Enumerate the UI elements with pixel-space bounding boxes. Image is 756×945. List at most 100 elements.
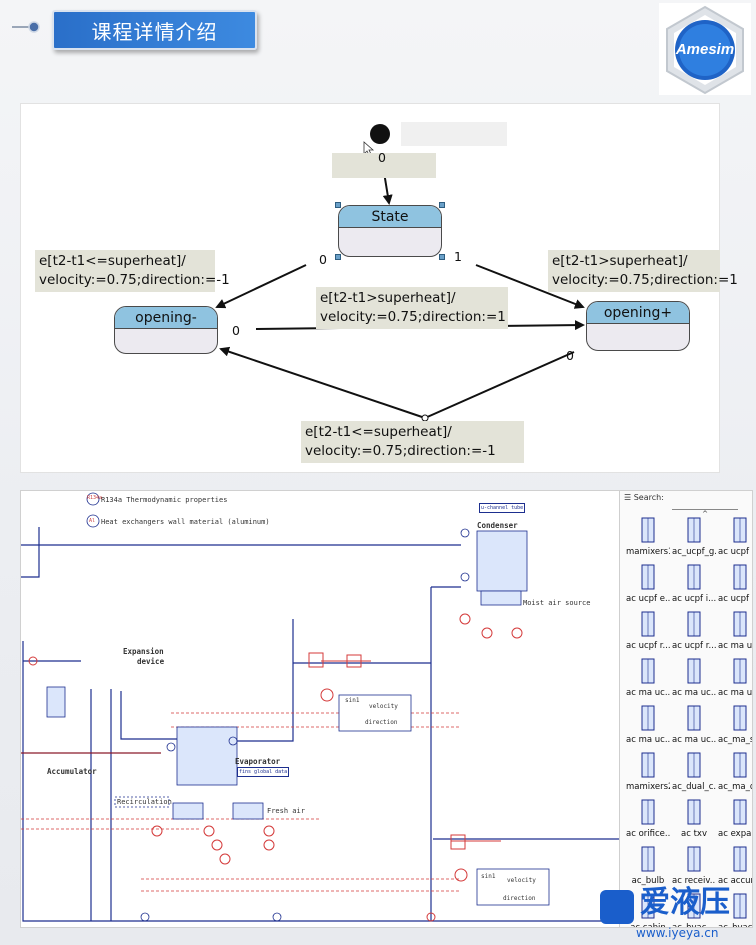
evaporator-block [176, 726, 238, 786]
library-item[interactable]: ac_bulb [626, 844, 670, 886]
component-icon [725, 797, 752, 827]
library-item[interactable]: ac ma uc... [672, 656, 716, 698]
scroll-up-button[interactable]: ^ [672, 509, 738, 518]
transition-label[interactable]: e[t2-t1>superheat]/ velocity:=0.75;direc… [316, 287, 508, 329]
watermark-logo-icon [600, 890, 634, 924]
library-item[interactable]: ac receiv... [672, 844, 716, 886]
library-item-label: ac_ucpf_g... [672, 547, 716, 557]
component-icon [633, 562, 663, 592]
global-data-box[interactable]: u-channel tube [479, 503, 526, 513]
resize-handle[interactable] [439, 254, 445, 260]
device-label: device [137, 657, 165, 666]
state-node-opening-minus[interactable]: opening- [114, 306, 218, 354]
statechart-arrows [215, 122, 585, 422]
component-icon [679, 562, 709, 592]
global-data-box-2[interactable]: fins global data [237, 767, 290, 777]
library-item-label: ac ucpf e... [626, 594, 670, 604]
direction-label: direction [503, 895, 536, 902]
library-item-label: ac ucpf i... [718, 594, 752, 604]
library-item[interactable]: ac_hvac_... [718, 891, 753, 928]
transition-label[interactable]: e[t2-t1<=superheat]/ velocity:=0.75;dire… [301, 421, 524, 463]
library-item[interactable]: ac cabin [626, 891, 670, 928]
component-icon [679, 515, 709, 545]
library-item[interactable]: ac ucpf i... [718, 562, 752, 604]
resize-handle[interactable] [335, 254, 341, 260]
opening-minus-port: 0 [232, 323, 240, 338]
library-item[interactable]: ac ma uc... [626, 656, 670, 698]
library-item[interactable]: ac ma uc... [718, 609, 753, 651]
library-item[interactable]: ac_dual_c... [672, 750, 716, 792]
library-item-label: ac_ma_so... [718, 735, 752, 745]
library-item-label: ac cabin [630, 923, 666, 928]
library-item[interactable]: ac expan... [718, 797, 752, 839]
sin1-label: sin1 [345, 697, 360, 704]
accumulator-block [46, 686, 66, 718]
library-item[interactable]: ac ma uc... [626, 703, 670, 745]
library-item-label: ac accum... [718, 876, 752, 886]
state-node-state[interactable]: State [338, 205, 442, 257]
watermark-url: www.iyeya.cn [636, 926, 719, 940]
state-title: opening+ [587, 302, 689, 324]
component-icon [633, 844, 663, 874]
hydraulic-circuit-diagram[interactable] [21, 491, 619, 928]
library-item-label: ac ucpf e... [718, 547, 752, 557]
library-item[interactable]: mamixers2 [626, 750, 670, 792]
library-item[interactable]: ac_hvac_... [672, 891, 716, 927]
library-item[interactable]: ac_ma_du... [718, 750, 752, 792]
state-port-right: 1 [454, 249, 462, 264]
condenser-block [476, 530, 528, 592]
expansion-label: Expansion [123, 647, 164, 656]
library-item-label: mamixers2 [626, 782, 670, 792]
component-icon [633, 656, 663, 686]
library-item[interactable]: ac txv [672, 797, 716, 839]
library-item[interactable]: ac ucpf e... [718, 515, 752, 557]
legend-symbol: Al [89, 518, 96, 524]
library-item[interactable]: ac_ma_so... [718, 703, 752, 745]
transition-plus-return[interactable] [424, 351, 575, 419]
transition-label[interactable]: e[t2-t1<=superheat]/ velocity:=0.75;dire… [35, 250, 230, 292]
library-item[interactable]: ac_ucpf_g... [672, 515, 716, 557]
legend-r134a: R134a Thermodynamic properties [101, 496, 228, 504]
transition-label[interactable]: e[t2-t1>superheat]/ velocity:=0.75;direc… [548, 250, 738, 292]
library-item[interactable]: ac ma uc... [672, 703, 716, 745]
transition-state-to-opening-plus[interactable] [475, 264, 585, 309]
component-icon [725, 844, 752, 874]
state-title: opening- [115, 307, 217, 329]
component-icon [725, 609, 752, 639]
direction-label: direction [365, 719, 398, 726]
resize-handle[interactable] [335, 202, 341, 208]
library-item[interactable]: ac orifice... [626, 797, 670, 839]
page-title: 课程详情介绍 [52, 10, 257, 50]
component-icon [633, 797, 663, 827]
component-icon [679, 844, 709, 874]
library-item[interactable]: ac accum... [718, 844, 752, 886]
library-item-label: ac ma uc... [626, 735, 670, 745]
library-item-label: ac_hvac_... [718, 923, 753, 928]
library-item[interactable]: ac ucpf e... [626, 562, 670, 604]
iyeya-watermark: 爱液压 www.iyeya.cn [600, 884, 756, 945]
component-icon [725, 703, 752, 733]
component-icon [725, 562, 752, 592]
statechart-panel: 0 State 0 1 opening- opening+ 0 0 e[t2-t… [20, 103, 738, 473]
component-icon [633, 609, 663, 639]
library-item-label: ac ma uc... [718, 641, 753, 651]
transition-action: velocity:=0.75;direction:=1 [320, 309, 506, 325]
library-item-label: ac ucpf r... [672, 641, 716, 651]
library-item[interactable]: ac ucpf r... [672, 609, 716, 651]
search-label: ☰ Search: [624, 493, 664, 502]
library-item[interactable]: ac ucpf i... [672, 562, 716, 604]
transition-return-to-minus[interactable] [219, 346, 426, 419]
moist-air-label: Moist air source [523, 599, 591, 607]
library-item[interactable]: ac ma uc... [718, 656, 752, 698]
state-node-opening-plus[interactable]: opening+ [586, 301, 690, 351]
library-item-label: ac expan... [718, 829, 752, 839]
watermark-brand: 爱液压 [640, 885, 730, 920]
component-icon [725, 750, 752, 780]
transition-guard: e[t2-t1<=superheat]/ [39, 253, 186, 269]
transition-state-to-opening-minus[interactable] [215, 264, 307, 309]
library-item[interactable]: mamixers1 [626, 515, 670, 557]
resize-handle[interactable] [439, 202, 445, 208]
library-item[interactable]: ac ucpf r... [626, 609, 670, 651]
title-bullet-icon [12, 21, 40, 33]
